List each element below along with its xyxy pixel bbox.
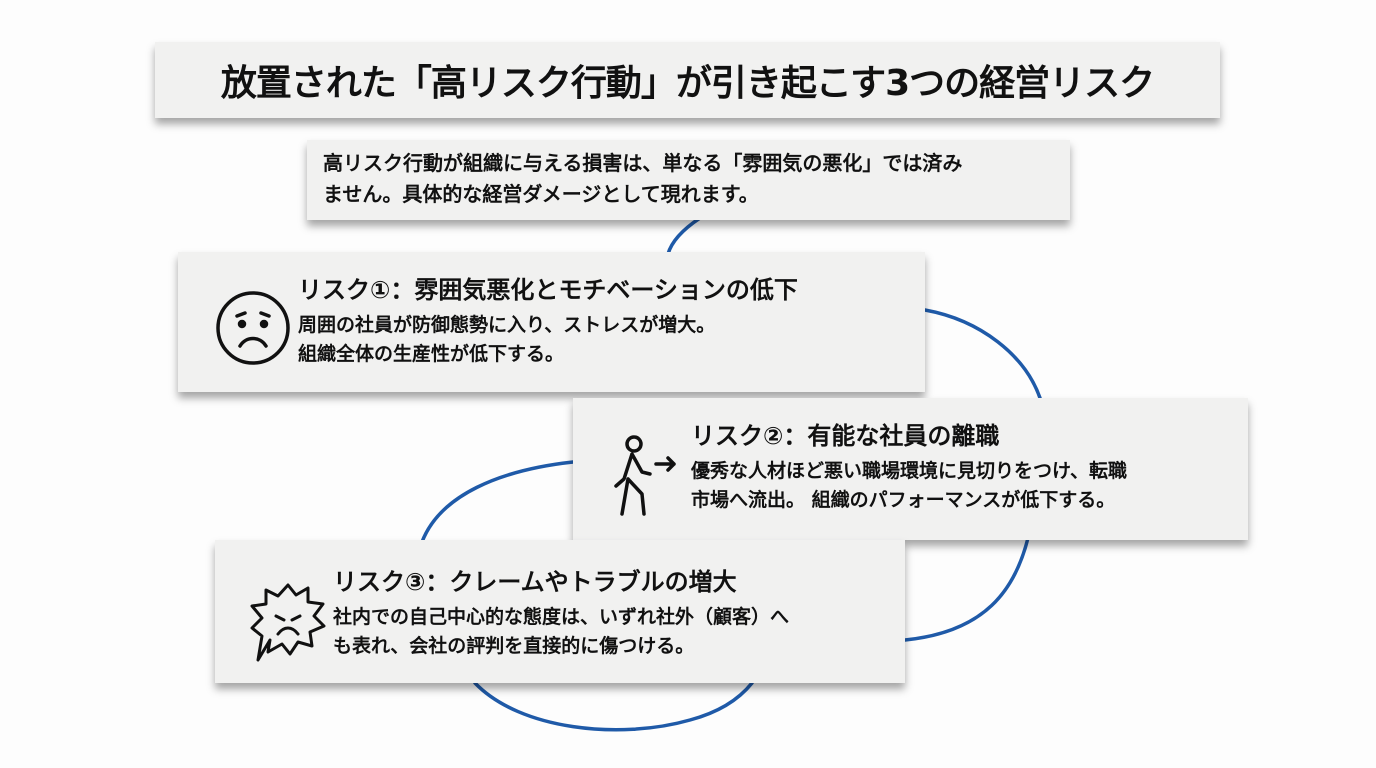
walking-person-exit-icon (601, 434, 691, 524)
risk-heading: リスク①：雰囲気悪化とモチベーションの低下 (298, 276, 798, 304)
risk-card-2: リスク②：有能な社員の離職 優秀な人材ほど悪い職場環境に見切りをつけ、転職 市場… (573, 398, 1248, 540)
risk-text: 市場へ流出。 組織のパフォーマンスが低下する。 (691, 489, 1116, 511)
risk-text: 周囲の社員が防御態勢に入り、ストレスが増大。 (298, 314, 716, 336)
risk-text: 組織全体の生産性が低下する。 (298, 343, 565, 365)
risk-card-1: リスク①：雰囲気悪化とモチベーションの低下 周囲の社員が防御態勢に入り、ストレス… (178, 252, 925, 392)
page-title: 放置された「高リスク行動」が引き起こす3つの経営リスク (155, 42, 1220, 118)
risk-heading: リスク③：クレームやトラブルの増大 (333, 568, 737, 596)
intro-line: ません。具体的な経営ダメージとして現れます。 (323, 182, 759, 206)
risk-heading: リスク②：有能な社員の離職 (691, 422, 1000, 450)
angry-speech-burst-icon (243, 580, 333, 665)
intro-line: 高リスク行動が組織に与える損害は、単なる「雰囲気の悪化」では済み (323, 151, 963, 175)
worried-face-icon (208, 288, 298, 368)
risk-text: 社内での自己中心的な態度は、いずれ社外（顧客）へ (333, 606, 790, 628)
risk-text: 優秀な人材ほど悪い職場環境に見切りをつけ、転職 (691, 460, 1128, 482)
risk-card-3: リスク③：クレームやトラブルの増大 社内での自己中心的な態度は、いずれ社外（顧客… (215, 540, 905, 683)
intro-box: 高リスク行動が組織に与える損害は、単なる「雰囲気の悪化」では済み ません。具体的… (307, 140, 1070, 220)
risk-text: も表れ、会社の評判を直接的に傷つける。 (333, 635, 695, 657)
